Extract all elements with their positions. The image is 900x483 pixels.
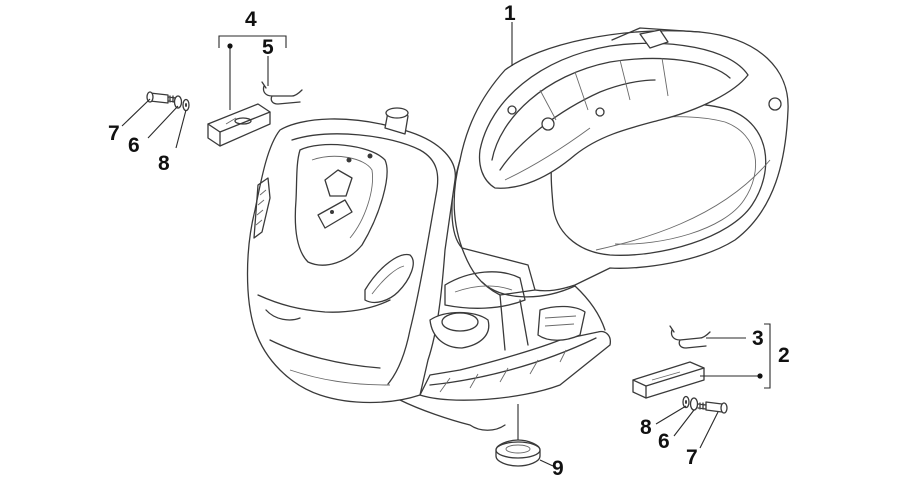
- callout-6-left: 6: [128, 134, 140, 157]
- callout-8-left: 8: [158, 152, 170, 175]
- callout-7-right: 7: [686, 446, 698, 469]
- bolt-washer-set-left: [146, 91, 190, 112]
- callout-7-left: 7: [108, 122, 120, 145]
- callout-1: 1: [504, 2, 516, 25]
- callout-9: 9: [552, 457, 564, 480]
- rubber-plug: [495, 439, 541, 467]
- bolt-washer-set-right: [682, 395, 728, 414]
- bracket-and-clip-set-top: [207, 81, 303, 147]
- callout-8-right: 8: [640, 416, 652, 439]
- callout-labels: 1 4 5 7 6 8 3 2 8 6 7 9: [108, 2, 790, 480]
- callout-3: 3: [752, 327, 764, 350]
- callout-6-right: 6: [658, 430, 670, 453]
- leader-lines: [121, 22, 771, 467]
- scooter-body-frame: [246, 27, 789, 431]
- bracket-and-clip-set-right: [632, 325, 711, 399]
- callout-2: 2: [778, 344, 790, 367]
- callout-5: 5: [262, 36, 274, 59]
- callout-4: 4: [245, 8, 257, 31]
